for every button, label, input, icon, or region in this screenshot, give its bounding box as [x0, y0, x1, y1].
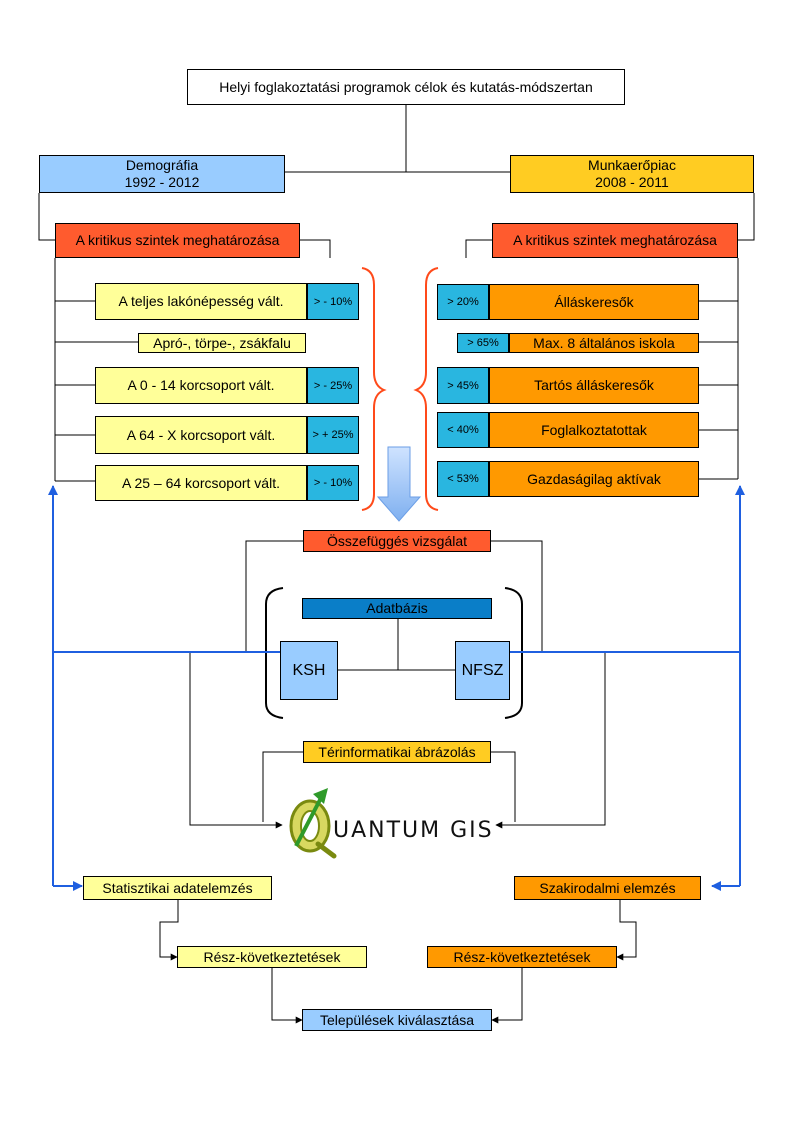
- threshold-value: > 45%: [447, 379, 479, 392]
- right-criterion-label: Tartós álláskeresők: [534, 377, 654, 393]
- demography-box: Demográfia 1992 - 2012: [39, 155, 285, 193]
- threshold-value: > 20%: [447, 296, 479, 308]
- database-box: Adatbázis: [302, 598, 492, 619]
- right-criterion-label: Álláskeresők: [554, 293, 634, 310]
- right-criterion: Gazdaságilag aktívak: [489, 461, 699, 497]
- left-criterion-label: Apró-, törpe-, zsákfalu: [153, 334, 291, 351]
- right-criterion-threshold: < 53%: [437, 461, 489, 497]
- critical-levels-left: A kritikus szintek meghatározása: [55, 223, 300, 258]
- threshold-value: > - 25%: [313, 379, 353, 392]
- threshold-value: > - 10%: [313, 477, 353, 489]
- critical-levels-right-label: A kritikus szintek meghatározása: [513, 232, 717, 248]
- ksh-label: KSH: [292, 662, 326, 679]
- right-criterion: Max. 8 általános iskola: [509, 333, 699, 353]
- left-criterion-label: A teljes lakónépesség vált.: [118, 293, 284, 309]
- threshold-value: < 53%: [447, 473, 479, 485]
- left-criterion-label: A 25 – 64 korcsoport vált.: [122, 474, 280, 491]
- database-title: Adatbázis: [366, 600, 428, 616]
- partial-conclusions-right-label: Rész-következtetések: [453, 948, 591, 965]
- labor-market-title: Munkaerőpiac: [588, 157, 676, 173]
- stats-label: Statisztikai adatelemzés: [102, 879, 253, 896]
- right-criterion-label: Foglalkoztatottak: [541, 421, 647, 438]
- nfsz-box: NFSZ: [455, 641, 510, 700]
- partial-conclusions-right: Rész-következtetések: [427, 946, 617, 968]
- left-criterion: A 64 - X korcsoport vált.: [95, 416, 307, 454]
- left-criterion: A 25 – 64 korcsoport vált.: [95, 465, 307, 501]
- correlation-box: Összefüggés vizsgálat: [303, 530, 491, 552]
- main-title: Helyi foglakoztatási programok célok és …: [219, 78, 593, 95]
- right-criterion-threshold: < 40%: [437, 412, 489, 448]
- labor-market-box: Munkaerőpiac 2008 - 2011: [510, 155, 754, 193]
- right-criterion: Tartós álláskeresők: [489, 367, 699, 404]
- threshold-value: < 40%: [447, 424, 479, 436]
- gis-label: Térinformatikai ábrázolás: [318, 743, 476, 760]
- nfsz-label: NFSZ: [461, 662, 504, 679]
- threshold-value: > 65%: [467, 337, 499, 349]
- right-criterion: Foglalkoztatottak: [489, 412, 699, 448]
- right-criterion-threshold: > 65%: [457, 333, 509, 353]
- left-criterion-threshold: > - 10%: [307, 283, 359, 320]
- right-criterion-label: Gazdaságilag aktívak: [527, 470, 661, 487]
- literature-box: Szakirodalmi elemzés: [514, 876, 701, 900]
- critical-levels-right: A kritikus szintek meghatározása: [492, 223, 738, 258]
- left-criterion-threshold: > - 10%: [307, 465, 359, 501]
- left-criterion: A teljes lakónépesség vált.: [95, 283, 307, 320]
- left-criterion: Apró-, törpe-, zsákfalu: [138, 333, 306, 353]
- demography-title: Demográfia: [125, 157, 199, 173]
- right-criterion-threshold: > 20%: [437, 284, 489, 320]
- left-criterion-threshold: > + 25%: [307, 416, 359, 454]
- ksh-box: KSH: [280, 641, 338, 700]
- threshold-value: > + 25%: [312, 429, 354, 441]
- labor-market-years: 2008 - 2011: [595, 174, 669, 190]
- settlement-selection-box: Települések kiválasztása: [302, 1009, 492, 1031]
- partial-conclusions-left: Rész-következtetések: [177, 946, 367, 968]
- left-criterion: A 0 - 14 korcsoport vált.: [95, 367, 307, 404]
- left-criterion-threshold: > - 25%: [307, 367, 359, 404]
- threshold-value: > - 10%: [313, 295, 353, 308]
- right-criterion-label: Max. 8 általános iskola: [533, 334, 675, 351]
- critical-levels-left-label: A kritikus szintek meghatározása: [75, 232, 280, 248]
- right-criterion-threshold: > 45%: [437, 367, 489, 404]
- right-criterion: Álláskeresők: [489, 284, 699, 320]
- correlation-label: Összefüggés vizsgálat: [326, 532, 468, 549]
- partial-conclusions-left-label: Rész-következtetések: [203, 948, 341, 965]
- left-criterion-label: A 64 - X korcsoport vált.: [126, 426, 276, 443]
- literature-label: Szakirodalmi elemzés: [539, 879, 676, 896]
- qgis-logo-text: UANTUM GIS: [333, 818, 494, 843]
- settlement-selection-label: Települések kiválasztása: [319, 1011, 475, 1028]
- stats-box: Statisztikai adatelemzés: [83, 876, 272, 900]
- qgis-logo-icon: [289, 788, 337, 859]
- left-criterion-label: A 0 - 14 korcsoport vált.: [127, 377, 275, 393]
- main-title-box: Helyi foglakoztatási programok célok és …: [187, 69, 625, 105]
- demography-years: 1992 - 2012: [124, 174, 200, 190]
- gis-box: Térinformatikai ábrázolás: [303, 741, 491, 763]
